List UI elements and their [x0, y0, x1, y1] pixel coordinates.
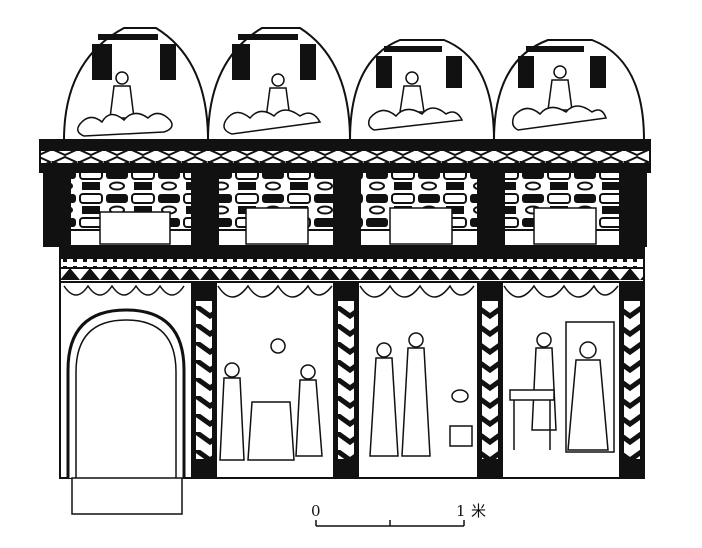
eave-top-beam: [39, 139, 651, 151]
curtain-panel-4: [503, 284, 619, 298]
bracket-panel-2: [245, 207, 309, 245]
panel-4-scene: [509, 321, 615, 453]
eave-beam-2: [39, 163, 651, 173]
chair: [565, 321, 615, 453]
triangle-band: [59, 267, 645, 283]
immortal-figure-4: [511, 65, 607, 131]
bracket-panel-1: [99, 211, 171, 245]
curtain-panel-3: [359, 284, 475, 298]
scale-start-label: 0: [311, 502, 321, 520]
pillars: [191, 281, 645, 479]
curtains: [63, 284, 619, 298]
arched-doorway: [66, 308, 186, 515]
lintel-beam: [59, 245, 645, 259]
bracket-panel-3: [389, 207, 453, 245]
diamond-band: [39, 149, 651, 165]
immortal-figure-3: [367, 71, 464, 131]
pillar-1-zig: [194, 299, 214, 461]
dot-band: [59, 257, 645, 269]
curtain-panel-2: [217, 284, 333, 298]
immortal-figure-2: [223, 73, 322, 135]
pillar-4-zig: [622, 299, 642, 461]
table: [509, 389, 555, 401]
panel-3-scene: [369, 332, 473, 457]
stove: [247, 401, 295, 461]
eave-frieze: [39, 139, 651, 173]
pillar-3-zig: [480, 299, 500, 461]
lintel-bands: [59, 245, 645, 283]
scale-bar: 0 1 米: [311, 502, 486, 527]
immortal-figure-1: [77, 71, 173, 137]
scale-end-label: 1: [456, 502, 466, 520]
scale-unit-label: 米: [471, 502, 486, 520]
bracket-panel-4: [533, 207, 597, 245]
pillar-2-zig: [336, 299, 356, 461]
lobe-step-ornaments: [92, 34, 606, 88]
bracket-panels: [99, 207, 597, 245]
panel-2-scene: [219, 338, 323, 461]
panel-figures: [219, 321, 615, 461]
immortal-figures: [77, 65, 607, 137]
